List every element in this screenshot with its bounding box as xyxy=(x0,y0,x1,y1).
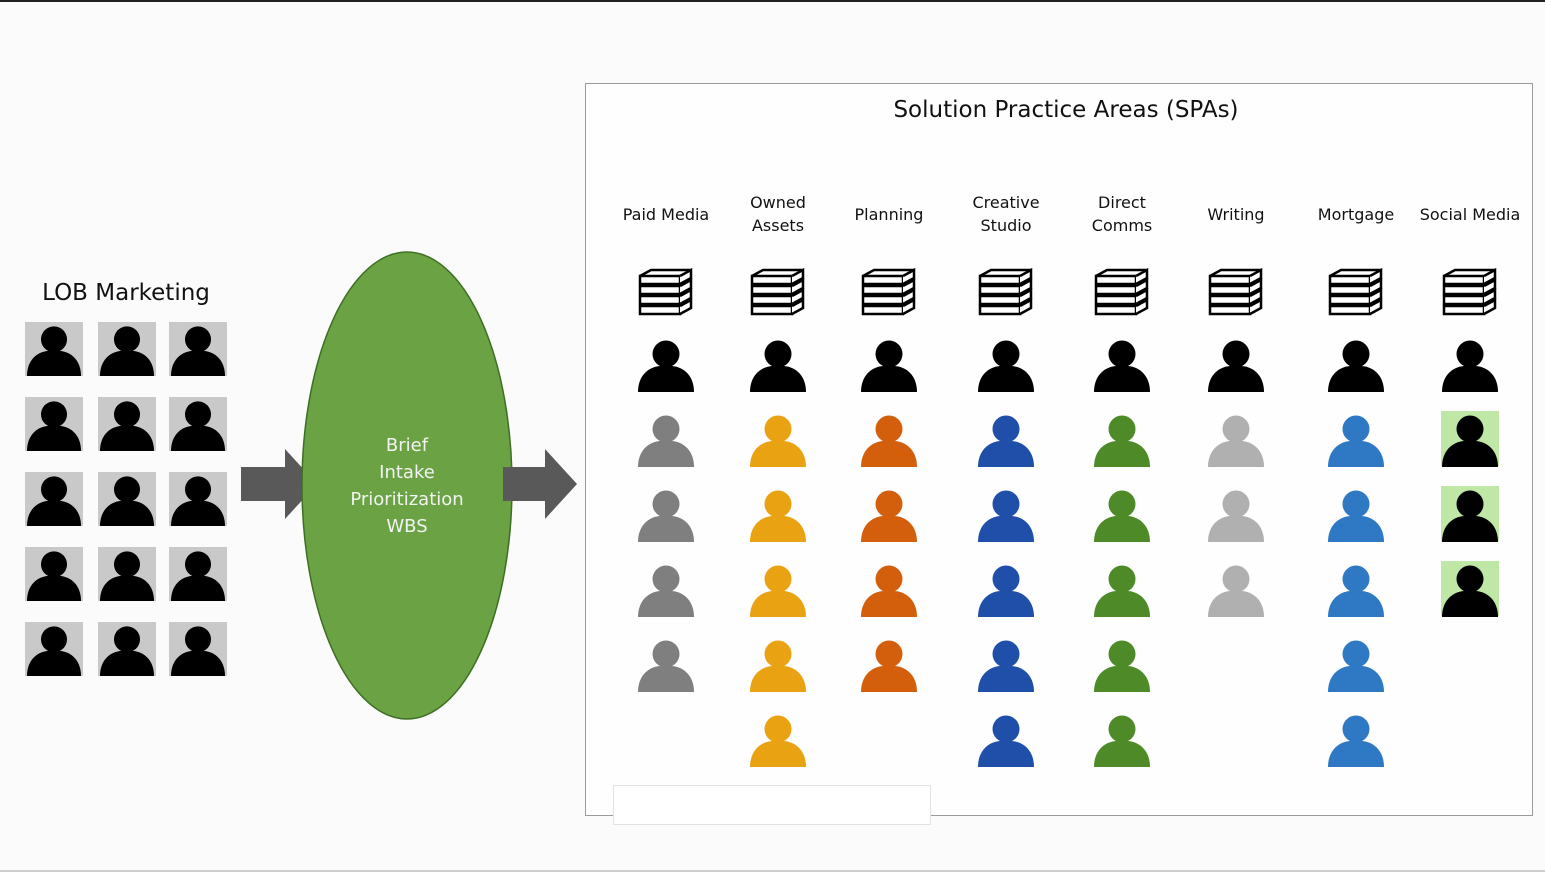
lob-person-icon xyxy=(25,622,83,676)
lob-person-icon xyxy=(98,547,156,601)
process-steps: Brief Intake Prioritization WBS xyxy=(300,432,514,540)
lob-person-icon xyxy=(25,322,83,376)
top-border xyxy=(0,0,1545,2)
lob-person-icon xyxy=(169,622,227,676)
lob-person-icon xyxy=(169,472,227,526)
process-step-intake: Intake xyxy=(379,462,435,483)
arrow-right-icon xyxy=(241,449,317,519)
lob-person-icon xyxy=(98,472,156,526)
bottom-border xyxy=(0,870,1545,872)
arrow-right-icon xyxy=(503,449,577,519)
process-step-prioritization: Prioritization xyxy=(350,489,464,510)
spa-title: Solution Practice Areas (SPAs) xyxy=(893,97,1239,123)
lob-person-icon xyxy=(25,397,83,451)
lob-person-icon xyxy=(25,547,83,601)
lob-person-icon xyxy=(98,622,156,676)
lob-marketing-title: LOB Marketing xyxy=(42,280,210,306)
empty-caption-box xyxy=(613,785,931,825)
lob-person-icon xyxy=(169,547,227,601)
lob-person-icon xyxy=(25,472,83,526)
lob-people-grid xyxy=(0,0,240,700)
lob-person-icon xyxy=(169,322,227,376)
lob-person-icon xyxy=(98,322,156,376)
process-step-brief: Brief xyxy=(385,435,429,456)
lob-person-icon xyxy=(98,397,156,451)
process-step-wbs: WBS xyxy=(386,516,428,537)
spa-panel xyxy=(585,83,1533,816)
lob-person-icon xyxy=(169,397,227,451)
